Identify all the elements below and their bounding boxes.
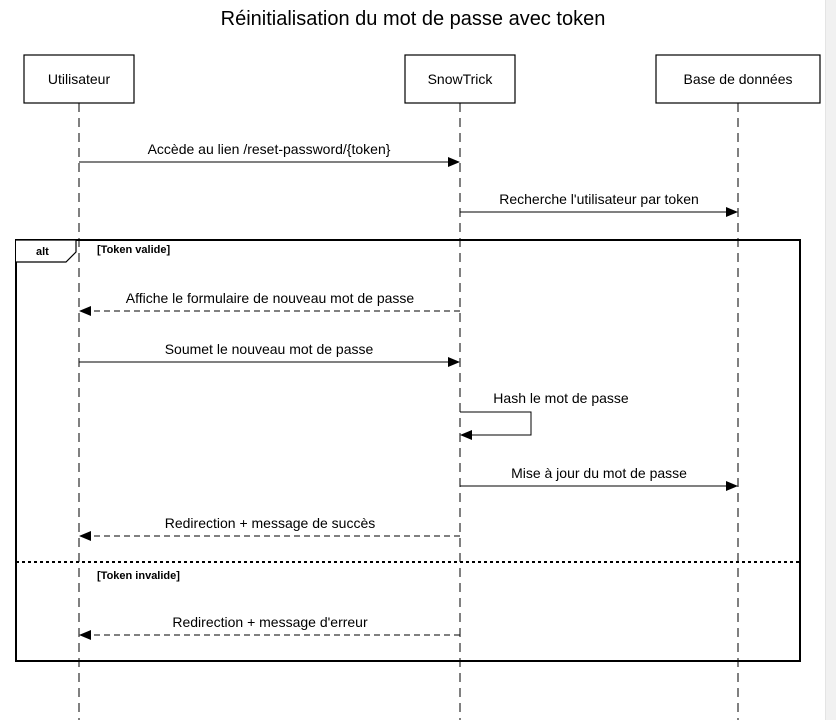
participant-app: SnowTrick: [404, 54, 516, 104]
scrollbar-track[interactable]: [825, 0, 836, 720]
message-find-user-label: Recherche l'utilisateur par token: [499, 191, 699, 207]
participant-db-label: Base de données: [684, 71, 793, 87]
participant-user-label: Utilisateur: [48, 71, 111, 87]
message-find-user: Recherche l'utilisateur par token: [460, 191, 738, 217]
message-submit-password: Soumet le nouveau mot de passe: [79, 341, 460, 367]
message-update-password: Mise à jour du mot de passe: [460, 465, 738, 491]
message-success-redirect: Redirection + message de succès: [79, 515, 460, 541]
message-hash-password-label: Hash le mot de passe: [493, 390, 629, 406]
guard-token-valid: [Token valide]: [97, 244, 170, 256]
participant-db: Base de données: [655, 54, 821, 104]
alt-fragment: alt [Token valide] [Token invalide]: [15, 239, 801, 662]
message-update-password-label: Mise à jour du mot de passe: [511, 465, 687, 481]
message-access-link: Accède au lien /reset-password/{token}: [79, 141, 460, 167]
diagram-title: Réinitialisation du mot de passe avec to…: [220, 8, 606, 30]
message-hash-password: Hash le mot de passe: [460, 390, 629, 440]
message-show-form-label: Affiche le formulaire de nouveau mot de …: [126, 290, 415, 306]
message-success-redirect-label: Redirection + message de succès: [165, 515, 376, 531]
participant-user: Utilisateur: [23, 54, 135, 104]
message-access-link-label: Accède au lien /reset-password/{token}: [148, 141, 391, 157]
message-show-form: Affiche le formulaire de nouveau mot de …: [79, 290, 460, 316]
alt-operator: alt: [36, 246, 49, 258]
participant-app-label: SnowTrick: [428, 71, 494, 87]
message-error-redirect-label: Redirection + message d'erreur: [172, 614, 368, 630]
message-error-redirect: Redirection + message d'erreur: [79, 614, 460, 640]
guard-token-invalid: [Token invalide]: [97, 570, 180, 582]
message-submit-password-label: Soumet le nouveau mot de passe: [165, 341, 374, 357]
